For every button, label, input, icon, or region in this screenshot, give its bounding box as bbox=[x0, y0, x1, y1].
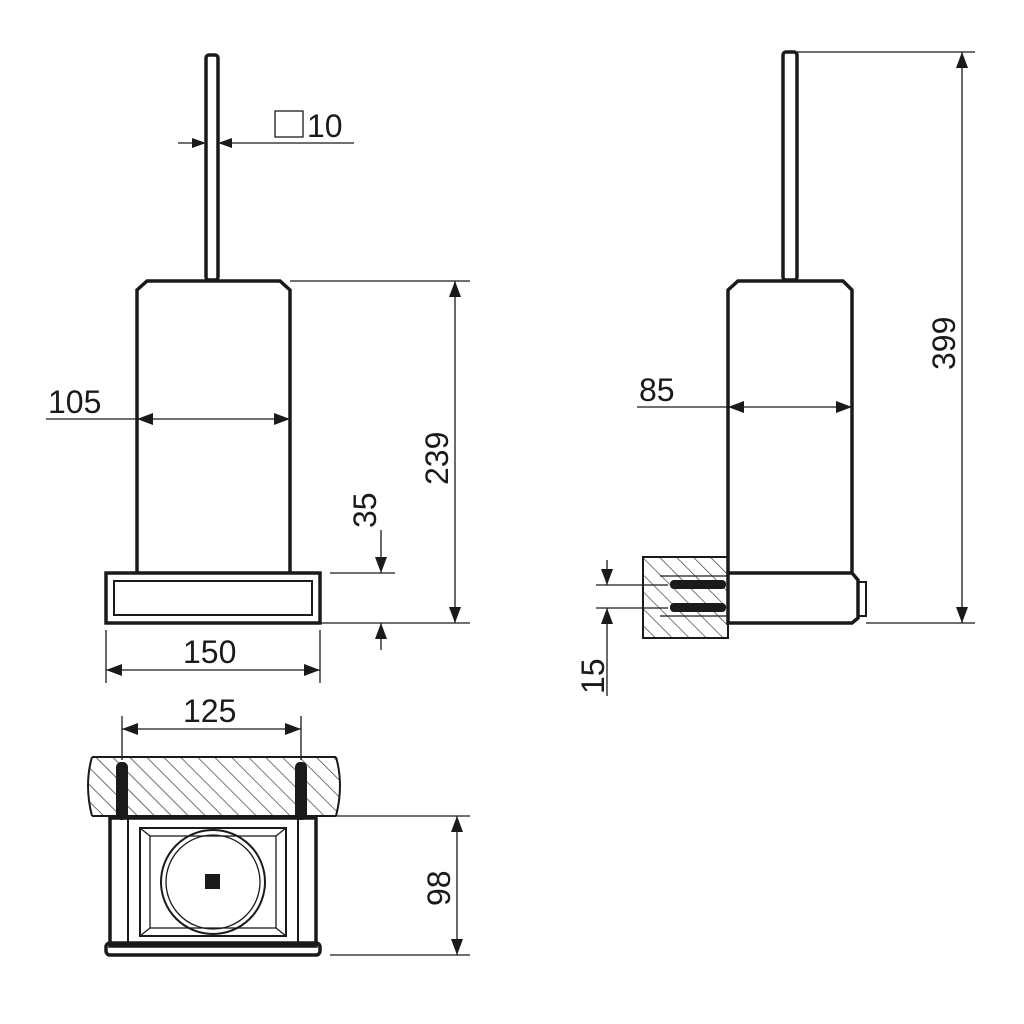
base-height-label: 35 bbox=[347, 492, 383, 528]
front-view: 10 105 239 35 150 bbox=[46, 53, 470, 683]
screw-bottom-icon bbox=[670, 603, 726, 612]
side-base-cap bbox=[857, 581, 867, 617]
base-width-label: 150 bbox=[183, 634, 236, 670]
top-view: 125 98 bbox=[87, 693, 470, 957]
square-symbol-icon bbox=[274, 110, 304, 138]
top-wall-section bbox=[88, 757, 340, 816]
side-wall-section bbox=[643, 557, 728, 638]
front-base-inner bbox=[113, 580, 313, 616]
front-body-height-label: 239 bbox=[419, 432, 455, 485]
side-body bbox=[726, 279, 854, 572]
screw-top-icon bbox=[670, 580, 726, 589]
top-holder-inner bbox=[139, 827, 287, 937]
front-rod bbox=[204, 53, 220, 282]
side-width-label: 85 bbox=[639, 372, 675, 408]
fixing-spacing-label: 125 bbox=[183, 693, 236, 729]
side-rod bbox=[781, 50, 799, 282]
anchor-left-icon bbox=[116, 762, 128, 820]
anchor-right-icon bbox=[295, 762, 307, 820]
front-body bbox=[135, 279, 292, 572]
front-base bbox=[104, 571, 322, 625]
rod-center-icon bbox=[205, 874, 220, 889]
side-view: 15 85 399 bbox=[575, 50, 975, 696]
bracket-height-label: 15 bbox=[575, 658, 611, 694]
total-height-label: 399 bbox=[926, 317, 962, 370]
rod-square-label: 10 bbox=[307, 108, 343, 144]
depth-label: 98 bbox=[421, 870, 457, 906]
side-base bbox=[726, 571, 860, 625]
brush-head-circle bbox=[160, 829, 266, 935]
front-width-label: 105 bbox=[48, 384, 101, 420]
